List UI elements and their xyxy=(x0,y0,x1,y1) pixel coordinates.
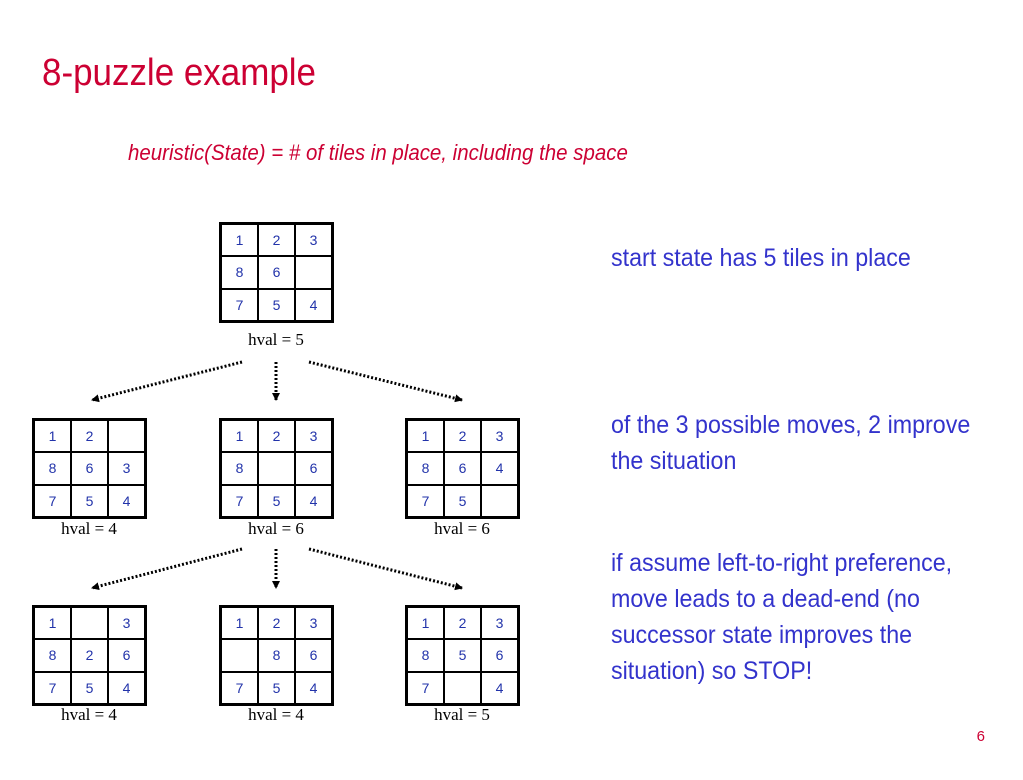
tile: 8 xyxy=(258,639,295,672)
tile xyxy=(481,484,518,517)
tile: 2 xyxy=(258,420,295,453)
tile: 3 xyxy=(108,452,145,485)
arrow-level1-to-left xyxy=(91,547,243,591)
tile: 1 xyxy=(407,420,444,453)
tile: 8 xyxy=(221,452,258,485)
tile: 4 xyxy=(481,671,518,704)
tile: 3 xyxy=(295,607,332,640)
tile: 6 xyxy=(444,452,481,485)
tile: 7 xyxy=(407,671,444,704)
arrow-start-to-left xyxy=(91,360,243,403)
tile: 3 xyxy=(295,420,332,453)
arrow-start-to-right xyxy=(308,360,463,403)
tile: 6 xyxy=(295,639,332,672)
tile: 8 xyxy=(407,452,444,485)
level1-right-board: 1 2 3 8 6 4 7 5 xyxy=(405,418,520,519)
tile: 2 xyxy=(444,607,481,640)
tile: 8 xyxy=(221,256,258,289)
tile: 5 xyxy=(444,639,481,672)
hval-label: hval = 4 xyxy=(61,519,117,538)
hval-label: hval = 5 xyxy=(434,705,490,724)
level2-left-board: 1 3 8 2 6 7 5 4 xyxy=(32,605,147,706)
tile xyxy=(444,671,481,704)
heuristic-definition: heuristic(State) = # of tiles in place, … xyxy=(128,140,628,165)
tile: 6 xyxy=(258,256,295,289)
level1-middle-board: 1 2 3 8 6 7 5 4 xyxy=(219,418,334,519)
tile: 2 xyxy=(444,420,481,453)
tile: 8 xyxy=(34,452,71,485)
tile: 7 xyxy=(221,288,258,321)
arrow-level1-to-right xyxy=(308,547,463,591)
tile: 5 xyxy=(258,484,295,517)
level2-middle-board: 1 2 3 8 6 7 5 4 xyxy=(219,605,334,706)
level2-right-board: 1 2 3 8 5 6 7 4 xyxy=(405,605,520,706)
tile: 6 xyxy=(71,452,108,485)
page-number: 6 xyxy=(976,728,985,745)
tile: 7 xyxy=(34,484,71,517)
tile: 6 xyxy=(108,639,145,672)
tile xyxy=(108,420,145,453)
hval-label: hval = 5 xyxy=(248,330,304,349)
hval-label: hval = 6 xyxy=(248,519,304,538)
tile: 2 xyxy=(258,607,295,640)
tile: 5 xyxy=(71,484,108,517)
tile: 2 xyxy=(258,224,295,257)
tile: 5 xyxy=(71,671,108,704)
tile xyxy=(71,607,108,640)
start-state-board: 1 2 3 8 6 7 5 4 xyxy=(219,222,334,323)
tile: 3 xyxy=(295,224,332,257)
tile: 5 xyxy=(444,484,481,517)
tile xyxy=(295,256,332,289)
tile: 3 xyxy=(481,607,518,640)
tile: 6 xyxy=(481,639,518,672)
tile: 7 xyxy=(221,671,258,704)
tile: 1 xyxy=(221,607,258,640)
tile: 1 xyxy=(221,420,258,453)
tile: 7 xyxy=(34,671,71,704)
tile xyxy=(258,452,295,485)
note-start-state: start state has 5 tiles in place xyxy=(611,244,911,272)
level1-left-board: 1 2 8 6 3 7 5 4 xyxy=(32,418,147,519)
tile: 3 xyxy=(481,420,518,453)
tile: 2 xyxy=(71,639,108,672)
tile: 4 xyxy=(295,288,332,321)
tile: 8 xyxy=(407,639,444,672)
tile: 1 xyxy=(34,420,71,453)
hval-label: hval = 4 xyxy=(248,705,304,724)
tile: 1 xyxy=(34,607,71,640)
tile: 3 xyxy=(108,607,145,640)
tile: 4 xyxy=(108,671,145,704)
slide-title: 8-puzzle example xyxy=(42,52,317,94)
tile xyxy=(221,639,258,672)
tile: 6 xyxy=(295,452,332,485)
tile: 4 xyxy=(481,452,518,485)
note-dead-end: if assume left-to-right preference, move… xyxy=(611,549,953,685)
tile: 4 xyxy=(295,484,332,517)
tile: 7 xyxy=(221,484,258,517)
tile: 1 xyxy=(221,224,258,257)
tile: 1 xyxy=(407,607,444,640)
tile: 8 xyxy=(34,639,71,672)
tile: 2 xyxy=(71,420,108,453)
tile: 7 xyxy=(407,484,444,517)
hval-label: hval = 4 xyxy=(61,705,117,724)
note-possible-moves: of the 3 possible moves, 2 improve the s… xyxy=(611,411,971,475)
tile: 5 xyxy=(258,288,295,321)
hval-label: hval = 6 xyxy=(434,519,490,538)
tile: 4 xyxy=(295,671,332,704)
tile: 4 xyxy=(108,484,145,517)
tile: 5 xyxy=(258,671,295,704)
